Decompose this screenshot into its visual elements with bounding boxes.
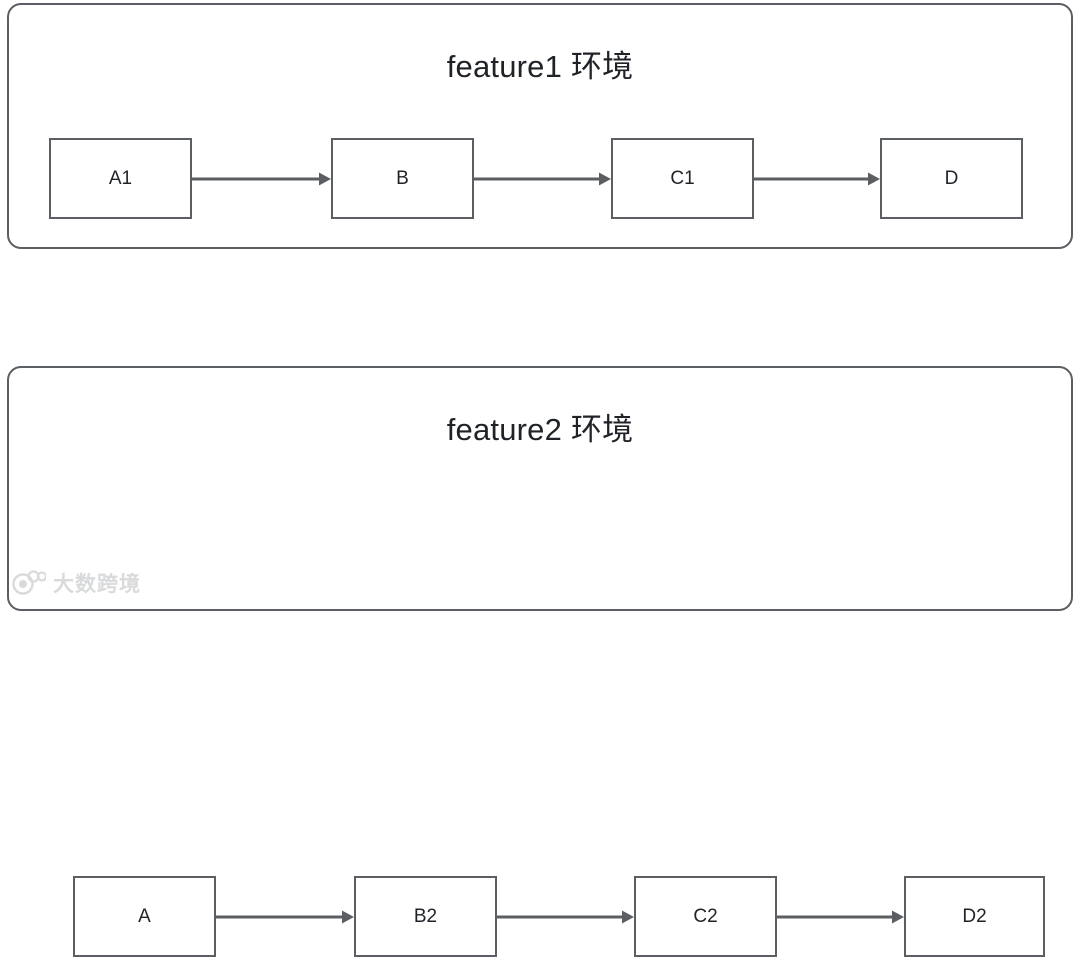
node-d2[interactable]: D2 (904, 876, 1045, 957)
node-c2-label: C2 (693, 905, 718, 927)
diagram-canvas: feature1 环境 A1 B C1 D (7, 3, 1073, 957)
node-b-label: B (396, 167, 409, 189)
node-c2[interactable]: C2 (634, 876, 777, 957)
node-b2[interactable]: B2 (354, 876, 497, 957)
node-d2-label: D2 (962, 905, 987, 927)
node-c1[interactable]: C1 (611, 138, 754, 219)
group-feature2: feature2 环境 A B2 C2 D2 (7, 366, 1073, 957)
node-d[interactable]: D (880, 138, 1023, 219)
arrow-a1-to-b (192, 172, 331, 186)
arrow-a-to-b2 (216, 910, 354, 924)
arrow-c2-to-d2 (777, 910, 904, 924)
group-feature2-title: feature2 环境 (446, 412, 634, 447)
node-a1[interactable]: A1 (49, 138, 192, 219)
arrow-b2-to-c2 (497, 910, 634, 924)
node-c1-label: C1 (670, 167, 695, 189)
node-d-label: D (944, 167, 959, 189)
node-b[interactable]: B (331, 138, 474, 219)
arrow-c1-to-d (754, 172, 880, 186)
node-a[interactable]: A (73, 876, 216, 957)
group-feature1-title: feature1 环境 (446, 49, 634, 84)
arrow-b-to-c1 (474, 172, 611, 186)
node-b2-label: B2 (413, 905, 438, 927)
group-feature1: feature1 环境 A1 B C1 D (7, 3, 1073, 249)
node-a-label: A (138, 905, 151, 927)
node-a1-label: A1 (108, 167, 133, 189)
